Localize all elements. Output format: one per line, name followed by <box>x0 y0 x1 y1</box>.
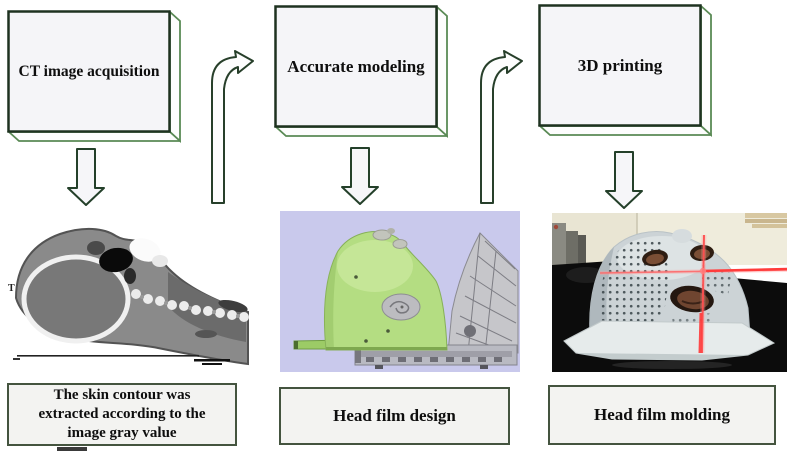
step-label: Accurate modeling <box>287 56 425 76</box>
down-arrow-icon <box>67 148 105 206</box>
3d-box-shape <box>273 4 450 139</box>
edge-artifact-mark <box>57 447 87 451</box>
step-label: CT image acquisition <box>18 62 160 80</box>
head-film-molding-photo-image <box>552 213 787 372</box>
caption-head-film-design: Head film design <box>279 387 510 445</box>
curved-up-right-arrow-icon <box>480 50 523 204</box>
sagittal-ct-scan-image: T <box>8 214 256 372</box>
curved-up-right-arrow-icon <box>211 50 254 204</box>
3d-box-shape <box>6 9 183 144</box>
scan-orientation-marker: T <box>8 283 15 294</box>
head-film-3d-model-image <box>280 211 520 372</box>
step-box-accurate-modeling: Accurate modeling <box>273 4 450 143</box>
step-box-ct-acquisition: CT image acquisition <box>6 9 183 148</box>
caption-skin-contour: The skin contour was extracted according… <box>7 383 237 446</box>
down-arrow-icon <box>341 147 379 205</box>
caption-text: Head film design <box>333 406 456 425</box>
step-label: 3D printing <box>577 55 663 75</box>
down-arrow-icon <box>605 151 643 209</box>
caption-head-film-molding: Head film molding <box>548 385 776 445</box>
caption-text: Head film molding <box>593 405 730 424</box>
caption-text: The skin contour was extracted according… <box>38 387 206 441</box>
step-box-3d-printing: 3D printing <box>537 3 714 142</box>
3d-box-shape <box>537 3 714 138</box>
